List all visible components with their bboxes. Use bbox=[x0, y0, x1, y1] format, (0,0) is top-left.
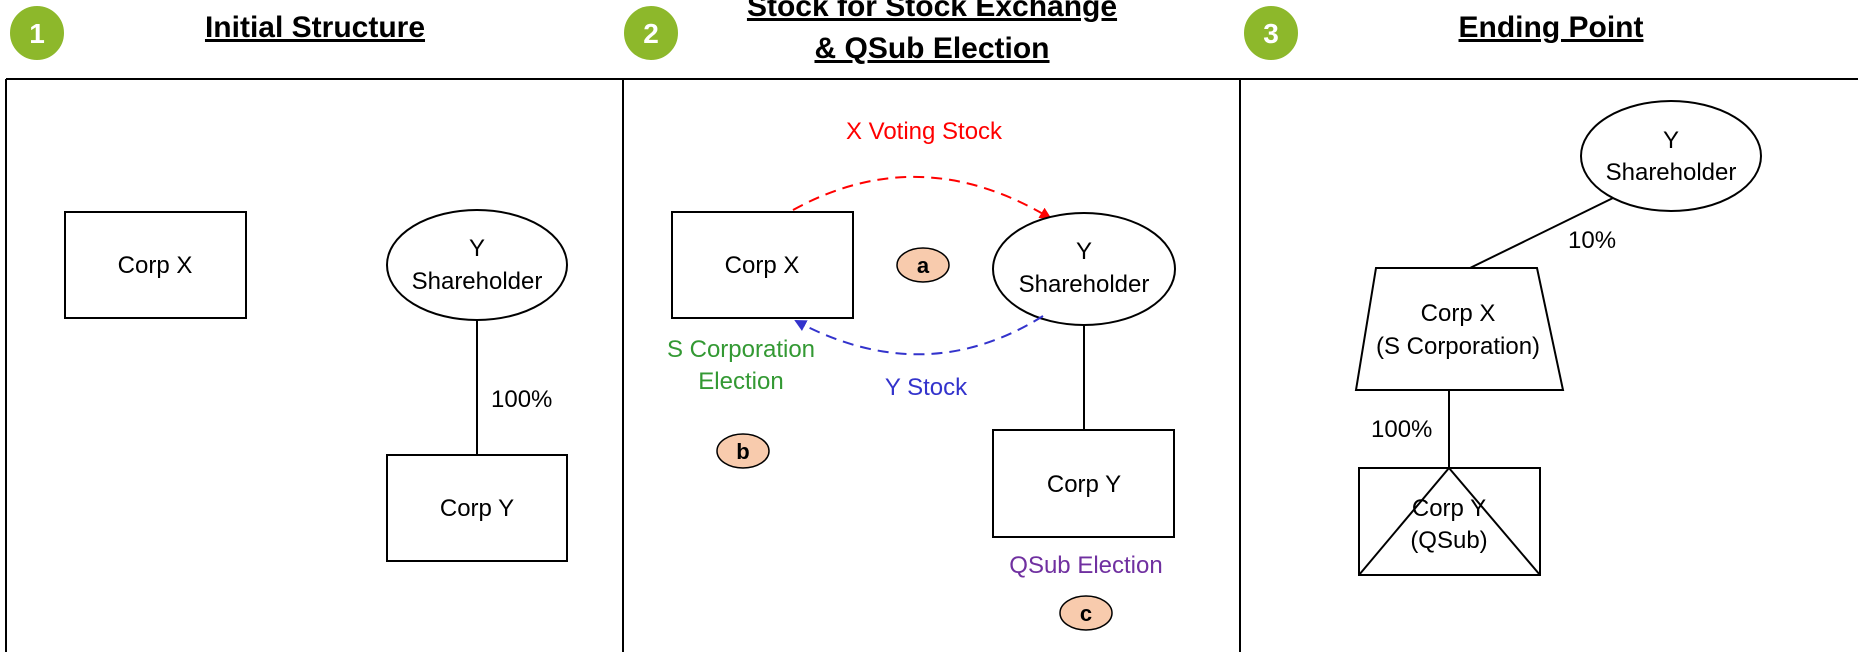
y-stock-arrow bbox=[794, 315, 1044, 356]
corp-y-box bbox=[386, 454, 568, 562]
corp-x-label: Corp X bbox=[118, 252, 193, 279]
y-shareholder-label-line-2: Shareholder bbox=[412, 268, 543, 295]
corp-y-label: Corp Y bbox=[440, 495, 514, 522]
corp-x-box bbox=[671, 211, 854, 319]
y-shareholder-ellipse bbox=[992, 212, 1176, 326]
y-shareholder-ellipse bbox=[1580, 100, 1762, 212]
step-b-label: b bbox=[736, 439, 749, 464]
panel-1-header: 1 Initial Structure bbox=[8, 4, 425, 62]
step-3-number: 3 bbox=[1263, 18, 1279, 49]
panel-2-title-line-2: & QSub Election bbox=[814, 32, 1049, 65]
panel-1: Corp X Y Shareholder 100% Corp Y bbox=[64, 209, 568, 562]
corp-x-label: Corp X bbox=[725, 252, 800, 279]
y-shareholder-label-line-1: Y bbox=[469, 235, 485, 262]
corp-y-label-line-1: Corp Y bbox=[1412, 495, 1486, 522]
corp-x-box bbox=[64, 211, 247, 319]
step-a-label: a bbox=[917, 253, 930, 278]
s-corp-election-label-line-2: Election bbox=[698, 368, 783, 395]
panel-2-title-line-1: Stock for Stock Exchange bbox=[747, 0, 1117, 23]
step-b-marker bbox=[716, 433, 770, 469]
panel-2-header: 2 Stock for Stock Exchange & QSub Electi… bbox=[622, 0, 1117, 65]
ownership-line-top bbox=[1469, 197, 1614, 269]
corp-x-label-line-1: Corp X bbox=[1421, 300, 1496, 327]
panel-3: Y Shareholder 10% Corp X (S Corporation)… bbox=[1354, 100, 1762, 576]
y-shareholder-label-line-2: Shareholder bbox=[1019, 271, 1150, 298]
y-shareholder-ellipse bbox=[386, 209, 568, 321]
step-a-marker bbox=[896, 247, 950, 283]
corp-x-s-corporation-shape bbox=[1354, 267, 1565, 391]
step-c-marker bbox=[1059, 595, 1113, 631]
panel-1-title: Initial Structure bbox=[205, 11, 425, 44]
panel-2: X Voting Stock Corp X a Y Shareholder Y … bbox=[667, 118, 1176, 631]
y-stock-label: Y Stock bbox=[885, 374, 968, 401]
step-1-number: 1 bbox=[29, 18, 45, 49]
ownership-percent-top: 10% bbox=[1568, 227, 1616, 254]
step-c-label: c bbox=[1080, 601, 1092, 626]
y-shareholder-label-line-1: Y bbox=[1076, 238, 1092, 265]
corp-y-box bbox=[992, 429, 1175, 538]
step-2-badge bbox=[622, 4, 680, 62]
x-voting-stock-label: X Voting Stock bbox=[846, 118, 1003, 145]
qsub-election-label: QSub Election bbox=[1009, 552, 1162, 579]
step-2-number: 2 bbox=[643, 18, 659, 49]
corp-y-label: Corp Y bbox=[1047, 471, 1121, 498]
s-corp-election-label-line-1: S Corporation bbox=[667, 336, 815, 363]
qsub-diagonal-left bbox=[1358, 467, 1450, 576]
corp-y-label-line-2: (QSub) bbox=[1410, 527, 1487, 554]
corp-y-qsub-box bbox=[1358, 467, 1541, 576]
panel-3-title: Ending Point bbox=[1459, 11, 1644, 44]
y-shareholder-label-line-2: Shareholder bbox=[1606, 159, 1737, 186]
ownership-percent-bottom: 100% bbox=[1371, 416, 1432, 443]
panel-frames bbox=[5, 78, 1858, 652]
step-1-badge bbox=[8, 4, 66, 62]
step-3-badge bbox=[1242, 4, 1300, 62]
ownership-percent: 100% bbox=[491, 386, 552, 413]
x-voting-stock-arrow bbox=[792, 175, 1052, 220]
panel-3-header: 3 Ending Point bbox=[1242, 4, 1644, 62]
y-shareholder-label-line-1: Y bbox=[1663, 127, 1679, 154]
qsub-diagonal-right bbox=[1448, 467, 1541, 576]
corp-x-label-line-2: (S Corporation) bbox=[1376, 333, 1540, 360]
